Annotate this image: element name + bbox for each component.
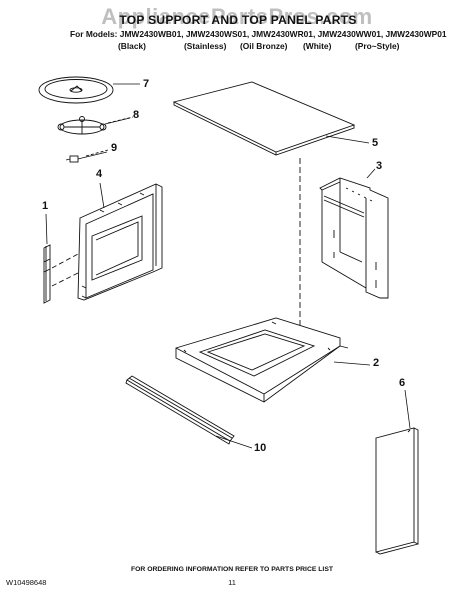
part-4-left-support — [77, 183, 163, 301]
ordering-info: FOR ORDERING INFORMATION REFER TO PARTS … — [130, 566, 334, 573]
leader-1 — [45, 213, 48, 245]
part-7-turntable-tray — [38, 76, 114, 104]
leader-3 — [366, 168, 376, 179]
callout-5: 5 — [372, 137, 379, 149]
part-10-strip — [125, 375, 235, 445]
part-9-coupler — [65, 149, 109, 163]
finish-stainless: (Stainless) — [184, 41, 227, 51]
part-2-bottom-plate — [175, 317, 349, 403]
part-8-roller-ring — [57, 116, 134, 135]
finish-white: (White) — [303, 41, 332, 51]
leader-4 — [99, 182, 105, 209]
part-1-latch-bracket — [43, 244, 81, 304]
page-title: TOP SUPPORT AND TOP PANEL PARTS — [119, 13, 357, 27]
callout-6: 6 — [399, 377, 406, 389]
callout-4: 4 — [96, 168, 103, 180]
finish-oil-bronze: (Oil Bronze) — [240, 41, 288, 51]
leader-9 — [81, 151, 108, 159]
leader-2 — [333, 361, 371, 366]
callout-8: 8 — [133, 109, 140, 121]
finish-pro-style: (Pro~Style) — [355, 41, 400, 51]
finish-labels: (Black) (Stainless) (Oil Bronze) (White)… — [0, 41, 464, 53]
callout-10: 10 — [254, 442, 267, 454]
callout-2: 2 — [373, 357, 380, 369]
part-3-right-support — [319, 177, 389, 299]
part-6-side-panel — [375, 427, 419, 555]
leader-6 — [404, 389, 411, 429]
document-number: W10498648 — [6, 578, 47, 587]
watermark: AppliancePartsPros.com — [101, 4, 373, 29]
callout-7: 7 — [143, 78, 150, 90]
leader-5 — [325, 135, 370, 144]
callout-1: 1 — [42, 200, 49, 212]
leader-10 — [215, 435, 253, 449]
finish-black: (Black) — [118, 41, 146, 51]
leader-8 — [104, 117, 131, 125]
models-line: For Models: JMW2430WB01, JMW2430WS01, JM… — [70, 29, 447, 39]
leader-lines — [45, 83, 411, 449]
callout-9: 9 — [111, 142, 118, 154]
callout-3: 3 — [376, 160, 383, 172]
part-5-top-panel — [172, 81, 356, 156]
page-number: 11 — [228, 578, 236, 587]
